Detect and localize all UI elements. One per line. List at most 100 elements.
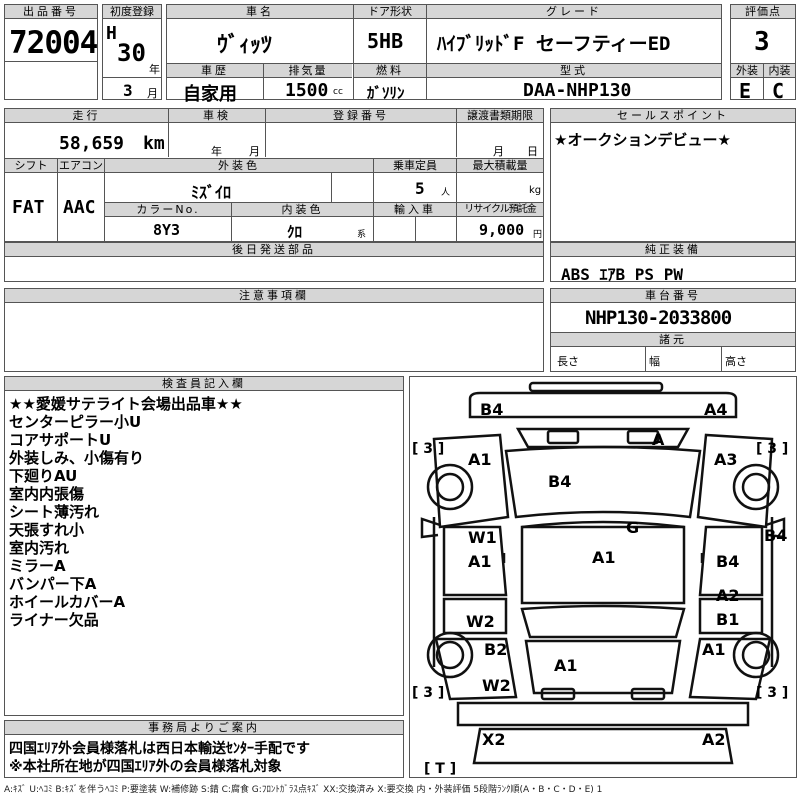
mark-b4-front: B4: [480, 400, 503, 419]
dims-length: 長さ: [557, 355, 579, 368]
int-color-unit: 系: [357, 230, 367, 240]
mark-a3-rf: A3: [714, 450, 738, 469]
inspection-year-unit: 年: [211, 145, 222, 158]
tire-lr: [ 3 ]: [412, 685, 444, 701]
mark-b4-rdoor: B4: [716, 552, 739, 571]
mark-a2-rear: A2: [702, 730, 726, 749]
first-reg-box: 初度登録 H 30 年 3 月: [102, 4, 162, 100]
ext-grade-label: 外装: [731, 64, 763, 78]
inspection-label: 車検: [169, 109, 265, 123]
sales-point: ★オークションデビュー★: [554, 131, 731, 149]
chassis: NHP130-2033800: [585, 307, 732, 329]
shift: FAT: [12, 197, 45, 218]
inspector-line: 室内汚れ: [9, 539, 70, 557]
fuel-label: 燃料: [354, 64, 426, 78]
plate-label: 登録番号: [266, 109, 456, 123]
history: 自家用: [183, 84, 237, 105]
door-type: 5HB: [367, 29, 404, 53]
office-line-1: 四国ｴﾘｱ外会員様落札は西日本輸送ｾﾝﾀｰ手配です: [9, 741, 310, 757]
mark-g-roof: G: [626, 518, 639, 537]
car-condition-diagram: B4 A4 A A1 A3 B4 G B4 W1 A1 A1 B4 A2 B1 …: [409, 376, 797, 778]
mark-a1-ldoor: A1: [468, 552, 492, 571]
mark-a1-roof: A1: [592, 548, 616, 567]
grade-label: グレード: [427, 5, 721, 19]
later-parts-box: 後日発送部品: [4, 242, 544, 282]
mark-w2-ldoor: W2: [466, 612, 495, 631]
max-load-unit: kg: [529, 185, 542, 196]
displacement-unit: cc: [333, 87, 343, 97]
notes-box: 注意事項欄: [4, 288, 544, 372]
inspector-line: ライナー欠品: [9, 611, 99, 629]
dims-label: 諸元: [551, 333, 795, 347]
transfer-label: 譲渡書類期限: [457, 109, 543, 123]
aircon-label: エアコン: [58, 159, 104, 173]
inspector-line: ★★愛媛サテライト会場出品車★★: [9, 395, 243, 413]
mileage-unit: km: [143, 133, 165, 154]
sales-point-box: セールスポイント ★オークションデビュー★: [550, 108, 796, 242]
dims-width: 幅: [649, 355, 660, 368]
mileage-label: 走行: [5, 109, 168, 123]
tire-rf: [ 3 ]: [756, 441, 788, 457]
capacity-unit: 人: [441, 188, 451, 198]
genuine-equipment-box: 純正装備 ABS ｴｱB PS PW: [550, 242, 796, 284]
displacement: 1500: [285, 80, 329, 101]
int-grade: C: [772, 79, 785, 103]
int-grade-label: 内装: [764, 64, 795, 78]
tire-lf: [ 3 ]: [412, 441, 444, 457]
chassis-box: 車台番号 NHP130-2033800 諸元 長さ 幅 高さ: [550, 288, 796, 372]
car-outline: B4 A4 A A1 A3 B4 G B4 W1 A1 A1 B4 A2 B1 …: [412, 381, 788, 777]
inspector-line: ホイールカバーA: [9, 593, 126, 611]
mark-a1-trunk: A1: [554, 656, 578, 675]
mark-b2-lr: B2: [484, 640, 507, 659]
model-label: 型式: [427, 64, 721, 78]
mark-a2-rdoor: A2: [716, 586, 740, 605]
capacity-label: 乗車定員: [374, 159, 456, 173]
inspector-line: 下廻りAU: [9, 467, 78, 485]
score-box: 評価点 3 外装 内装 E C: [730, 4, 796, 103]
inspector-line: シート薄汚れ: [9, 503, 100, 521]
inspector-line: 室内内張傷: [9, 485, 85, 503]
recycle: 9,000: [479, 221, 525, 239]
int-color: ｸﾛ: [287, 223, 303, 241]
first-reg-era: H: [106, 23, 117, 44]
transfer-month-unit: 月: [493, 145, 504, 158]
lot-number: 72004: [9, 25, 98, 61]
mark-a-glass: A: [652, 430, 665, 449]
info-box: 走行 58,659 km 車検 年 月 登録番号 譲渡書類期限 月 日 シフト …: [4, 108, 544, 242]
shift-label: シフト: [5, 159, 57, 173]
ext-grade: E: [739, 79, 752, 103]
model: DAA-NHP130: [523, 80, 632, 101]
mark-x2: X2: [482, 730, 505, 749]
genuine-equipment: ABS ｴｱB PS PW: [561, 265, 683, 284]
later-parts-label: 後日発送部品: [5, 243, 543, 257]
mark-w2-lrear: W2: [482, 676, 511, 695]
int-color-label: 内装色: [232, 203, 373, 217]
capacity: 5: [415, 179, 425, 198]
score: 3: [754, 27, 770, 57]
mileage: 58,659: [59, 133, 125, 154]
history-label: 車歴: [167, 64, 263, 78]
legend: A:ｷｽﾞ U:ﾍｺﾐ B:ｷｽﾞを伴うﾍｺﾐ P:要塗装 W:補修跡 S:錆 …: [4, 785, 603, 795]
recycle-unit: 円: [533, 230, 543, 240]
mark-a1-rr: A1: [702, 640, 726, 659]
lot-label: 出品番号: [5, 5, 97, 19]
first-reg-year-unit: 年: [149, 63, 160, 76]
mark-a4-front: A4: [704, 400, 728, 419]
car-name-box: 車名 ｳﾞｨｯﾂ ドア形状 5HB グレード ﾊｲﾌﾞﾘｯﾄﾞF セーフティーE…: [166, 4, 722, 105]
mark-a1-lf: A1: [468, 450, 492, 469]
genuine-equipment-label: 純正装備: [551, 243, 795, 257]
inspector-line: コアサポートU: [9, 431, 112, 449]
import-label: 輸入車: [374, 203, 456, 217]
recycle-label: リサイクル預託金: [457, 203, 543, 217]
sales-point-label: セールスポイント: [551, 109, 795, 123]
first-reg-month: 3: [123, 81, 133, 100]
first-reg-year: 30: [117, 39, 146, 67]
mark-b4-hood: B4: [548, 472, 571, 491]
displacement-label: 排気量: [264, 64, 352, 78]
inspector-line: 天張すれ小: [9, 521, 85, 539]
inspector-line: 外装しみ、小傷有り: [9, 449, 145, 467]
car-name: ｳﾞｨｯﾂ: [217, 33, 273, 58]
first-reg-label: 初度登録: [103, 5, 161, 19]
inspection-month-unit: 月: [249, 145, 260, 158]
inspector-box: 検査員記入欄 ★★愛媛サテライト会場出品車★★ センターピラー小U コアサポート…: [4, 376, 404, 716]
